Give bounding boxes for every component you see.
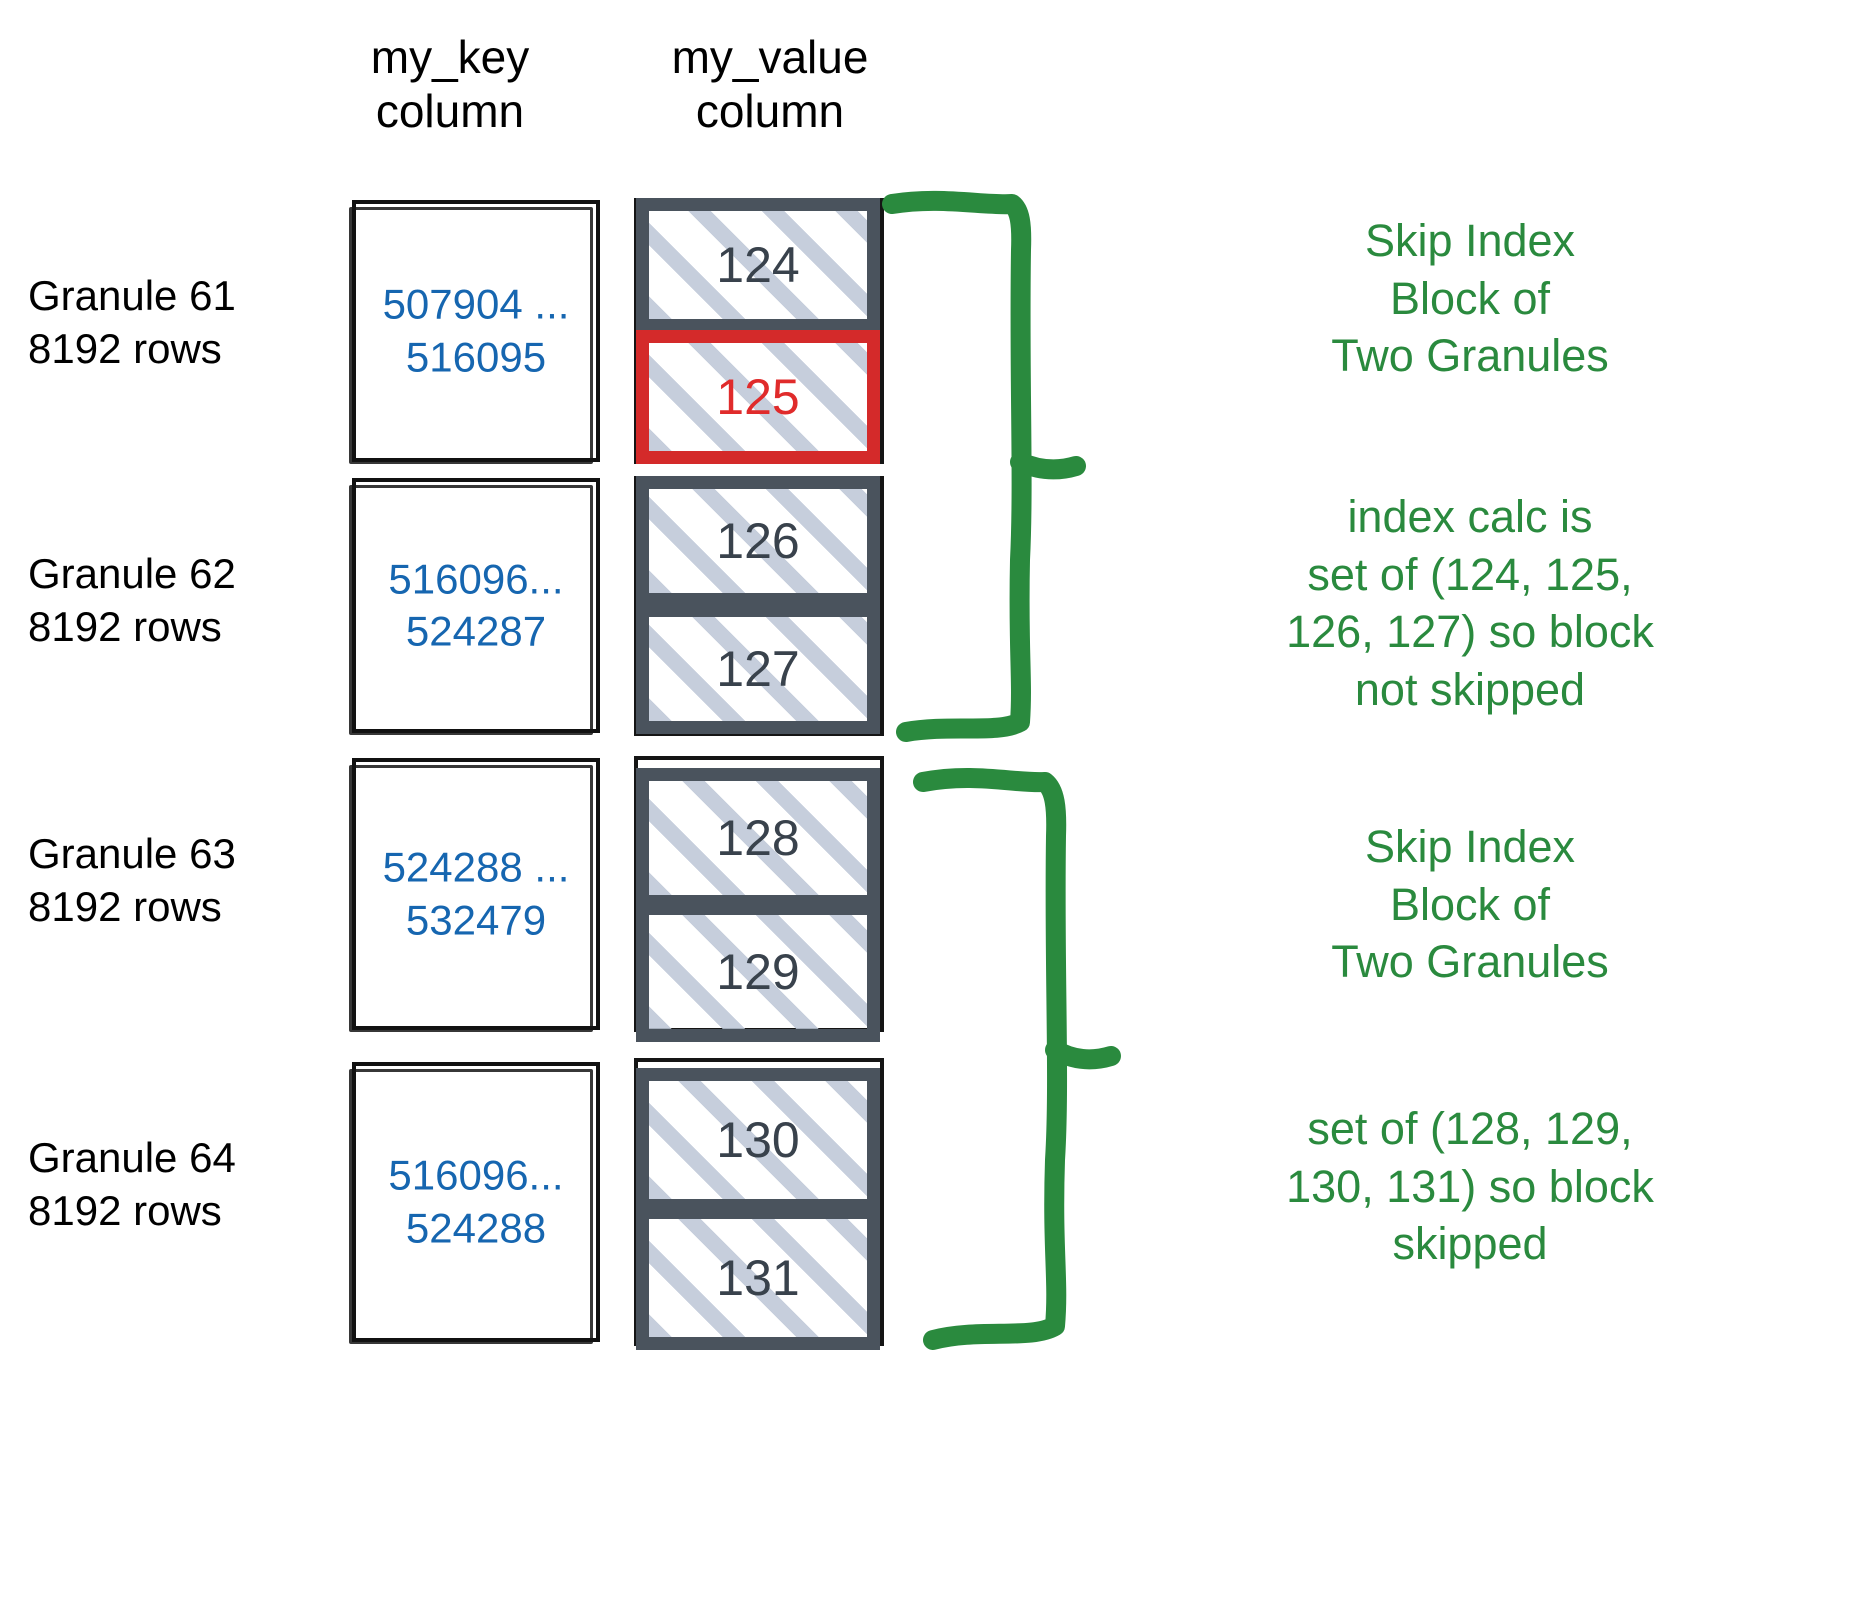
column-header-my-value: my_value column [671, 31, 869, 138]
value-number-128: 128 [716, 810, 800, 866]
granule-label-64: Granule 64 8192 rows [28, 1134, 236, 1234]
value-number-124: 124 [716, 237, 800, 293]
value-number-126: 126 [716, 513, 800, 569]
key-box-granule-63: 524288 ... 532479 [349, 758, 600, 1032]
value-cell-126: 126 [636, 476, 880, 606]
value-number-127: 127 [716, 641, 800, 697]
key-range-63: 524288 ... 532479 [382, 843, 570, 944]
annotation-title-top: Skip Index Block of Two Granules [1331, 215, 1609, 382]
key-box-granule-64: 516096... 524288 [349, 1062, 600, 1344]
value-number-130: 130 [716, 1112, 800, 1168]
column-header-my-key: my_key column [370, 31, 530, 138]
granule-label-63: Granule 63 8192 rows [28, 830, 236, 930]
granule-label-61: Granule 61 8192 rows [28, 272, 236, 372]
value-cell-125: 125 [636, 330, 880, 464]
value-number-125: 125 [716, 369, 800, 425]
value-cell-130: 130 [636, 1068, 880, 1212]
key-box-granule-62: 516096... 524287 [349, 478, 600, 735]
annotation-title-bottom: Skip Index Block of Two Granules [1331, 821, 1609, 988]
key-range-62: 516096... 524287 [388, 555, 564, 655]
granule-label-62: Granule 62 8192 rows [28, 550, 236, 650]
annotation-detail-bottom: set of (128, 129, 130, 131) so block ski… [1286, 1103, 1654, 1270]
value-cell-124: 124 [636, 198, 880, 332]
value-cell-129: 129 [636, 902, 880, 1042]
key-range-61: 507904 ... 516095 [382, 280, 570, 381]
value-cell-127: 127 [636, 604, 880, 734]
annotation-detail-top: index calc is set of (124, 125, 126, 127… [1286, 491, 1654, 715]
value-cell-131: 131 [636, 1206, 880, 1350]
key-box-granule-61: 507904 ... 516095 [349, 200, 600, 464]
key-range-64: 516096... 524288 [388, 1151, 564, 1252]
value-number-129: 129 [716, 944, 800, 1000]
value-number-131: 131 [716, 1250, 800, 1306]
value-cell-128: 128 [636, 768, 880, 908]
